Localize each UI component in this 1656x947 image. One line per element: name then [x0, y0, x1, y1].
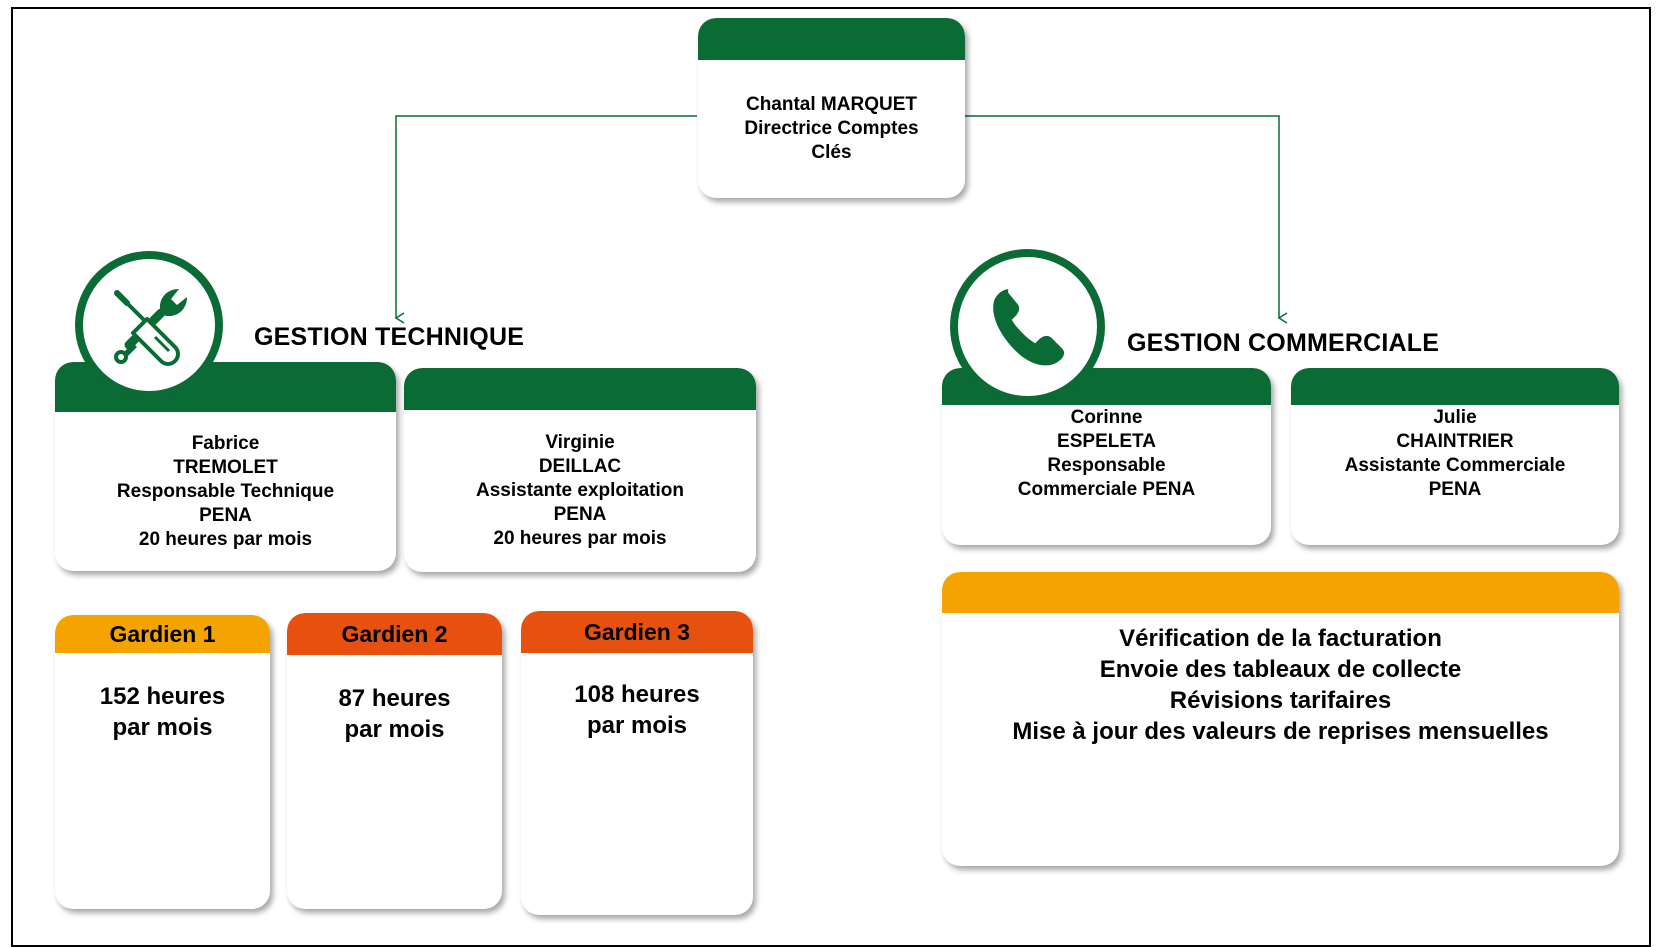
staff-role: Assistante exploitation: [476, 480, 684, 501]
tasks-card: Vérification de la facturation Envoie de…: [942, 572, 1619, 866]
director-card-header: [698, 18, 965, 60]
connector-to-commerciale: [964, 115, 1288, 324]
staff-card-virginie: Virginie DEILLAC Assistante exploitation…: [404, 368, 756, 572]
gardien-card-2: Gardien 2 87 heures par mois: [287, 613, 502, 909]
staff-card-fabrice: Fabrice TREMOLET Responsable Technique P…: [55, 362, 396, 571]
task-item: Envoie des tableaux de collecte: [1099, 656, 1462, 683]
staff-last-name: ESPELETA: [1057, 431, 1156, 452]
staff-company: PENA: [1428, 479, 1482, 500]
staff-card-header: [1291, 368, 1619, 405]
staff-hours: 20 heures par mois: [493, 528, 667, 549]
staff-card-corinne: Corinne ESPELETA Responsable Commerciale…: [942, 368, 1271, 545]
staff-company: PENA: [199, 504, 252, 526]
technique-badge: [75, 251, 223, 399]
gardien-card-1: Gardien 1 152 heures par mois: [55, 615, 270, 909]
staff-last-name: DEILLAC: [538, 456, 622, 477]
gardien-hours-value: 108 heures: [574, 681, 700, 708]
staff-card-body: Corinne ESPELETA Responsable Commerciale…: [942, 405, 1271, 545]
connector-lines: [394, 115, 1288, 324]
staff-card-body: Fabrice TREMOLET Responsable Technique P…: [55, 412, 396, 571]
director-name: Chantal MARQUET: [745, 94, 917, 115]
director-card: Chantal MARQUET Directrice Comptes Clés: [698, 18, 965, 198]
commerciale-badge: [950, 249, 1105, 404]
task-item: Révisions tarifaires: [1169, 687, 1392, 714]
section-title-commerciale: GESTION COMMERCIALE: [1127, 329, 1440, 357]
task-item: Vérification de la facturation: [1119, 625, 1442, 652]
gardien-title: Gardien 3: [521, 611, 753, 653]
gardien-hours-value: 87 heures: [338, 685, 451, 712]
task-item: Mise à jour des valeurs de reprises mens…: [1012, 718, 1549, 745]
connector-to-technique: [394, 115, 697, 324]
staff-last-name: TREMOLET: [173, 456, 278, 478]
gardien-hours-unit: par mois: [586, 712, 688, 739]
gardien-title: Gardien 2: [287, 613, 502, 655]
gardien-hours: 152 heures par mois: [55, 681, 270, 743]
tasks-card-header: [942, 572, 1619, 613]
director-role: Directrice Comptes: [744, 118, 919, 139]
staff-role: Responsable Technique: [116, 480, 335, 502]
phone-icon: [992, 288, 1064, 365]
gardien-hours-unit: par mois: [112, 714, 213, 741]
staff-card-header: [404, 368, 756, 410]
gardien-hours-unit: par mois: [344, 716, 445, 743]
staff-role: Responsable: [1047, 455, 1166, 476]
staff-card-body: Julie CHAINTRIER Assistante Commerciale …: [1291, 405, 1619, 545]
staff-first-name: Virginie: [545, 432, 615, 453]
staff-card-julie: Julie CHAINTRIER Assistante Commerciale …: [1291, 368, 1619, 545]
staff-first-name: Fabrice: [191, 432, 260, 454]
staff-last-name: CHAINTRIER: [1396, 431, 1514, 452]
staff-role: Assistante Commerciale: [1344, 455, 1566, 476]
gardien-card-3: Gardien 3 108 heures par mois: [521, 611, 753, 915]
gardien-hours: 87 heures par mois: [287, 683, 502, 745]
section-title-technique: GESTION TECHNIQUE: [254, 323, 525, 351]
gardien-hours-value: 152 heures: [99, 683, 226, 710]
tools-icon: [114, 289, 187, 366]
staff-first-name: Julie: [1433, 407, 1477, 428]
staff-hours: 20 heures par mois: [138, 528, 313, 550]
staff-first-name: Corinne: [1070, 407, 1143, 428]
staff-role-cont: Commerciale PENA: [1017, 479, 1196, 500]
tasks-list: Vérification de la facturation Envoie de…: [942, 613, 1619, 866]
gardien-hours: 108 heures par mois: [521, 679, 753, 741]
gardien-title: Gardien 1: [55, 615, 270, 653]
staff-company: PENA: [553, 504, 607, 525]
staff-card-body: Virginie DEILLAC Assistante exploitation…: [404, 410, 756, 572]
director-role-cont: Clés: [811, 142, 852, 163]
director-card-body: Chantal MARQUET Directrice Comptes Clés: [698, 60, 965, 198]
